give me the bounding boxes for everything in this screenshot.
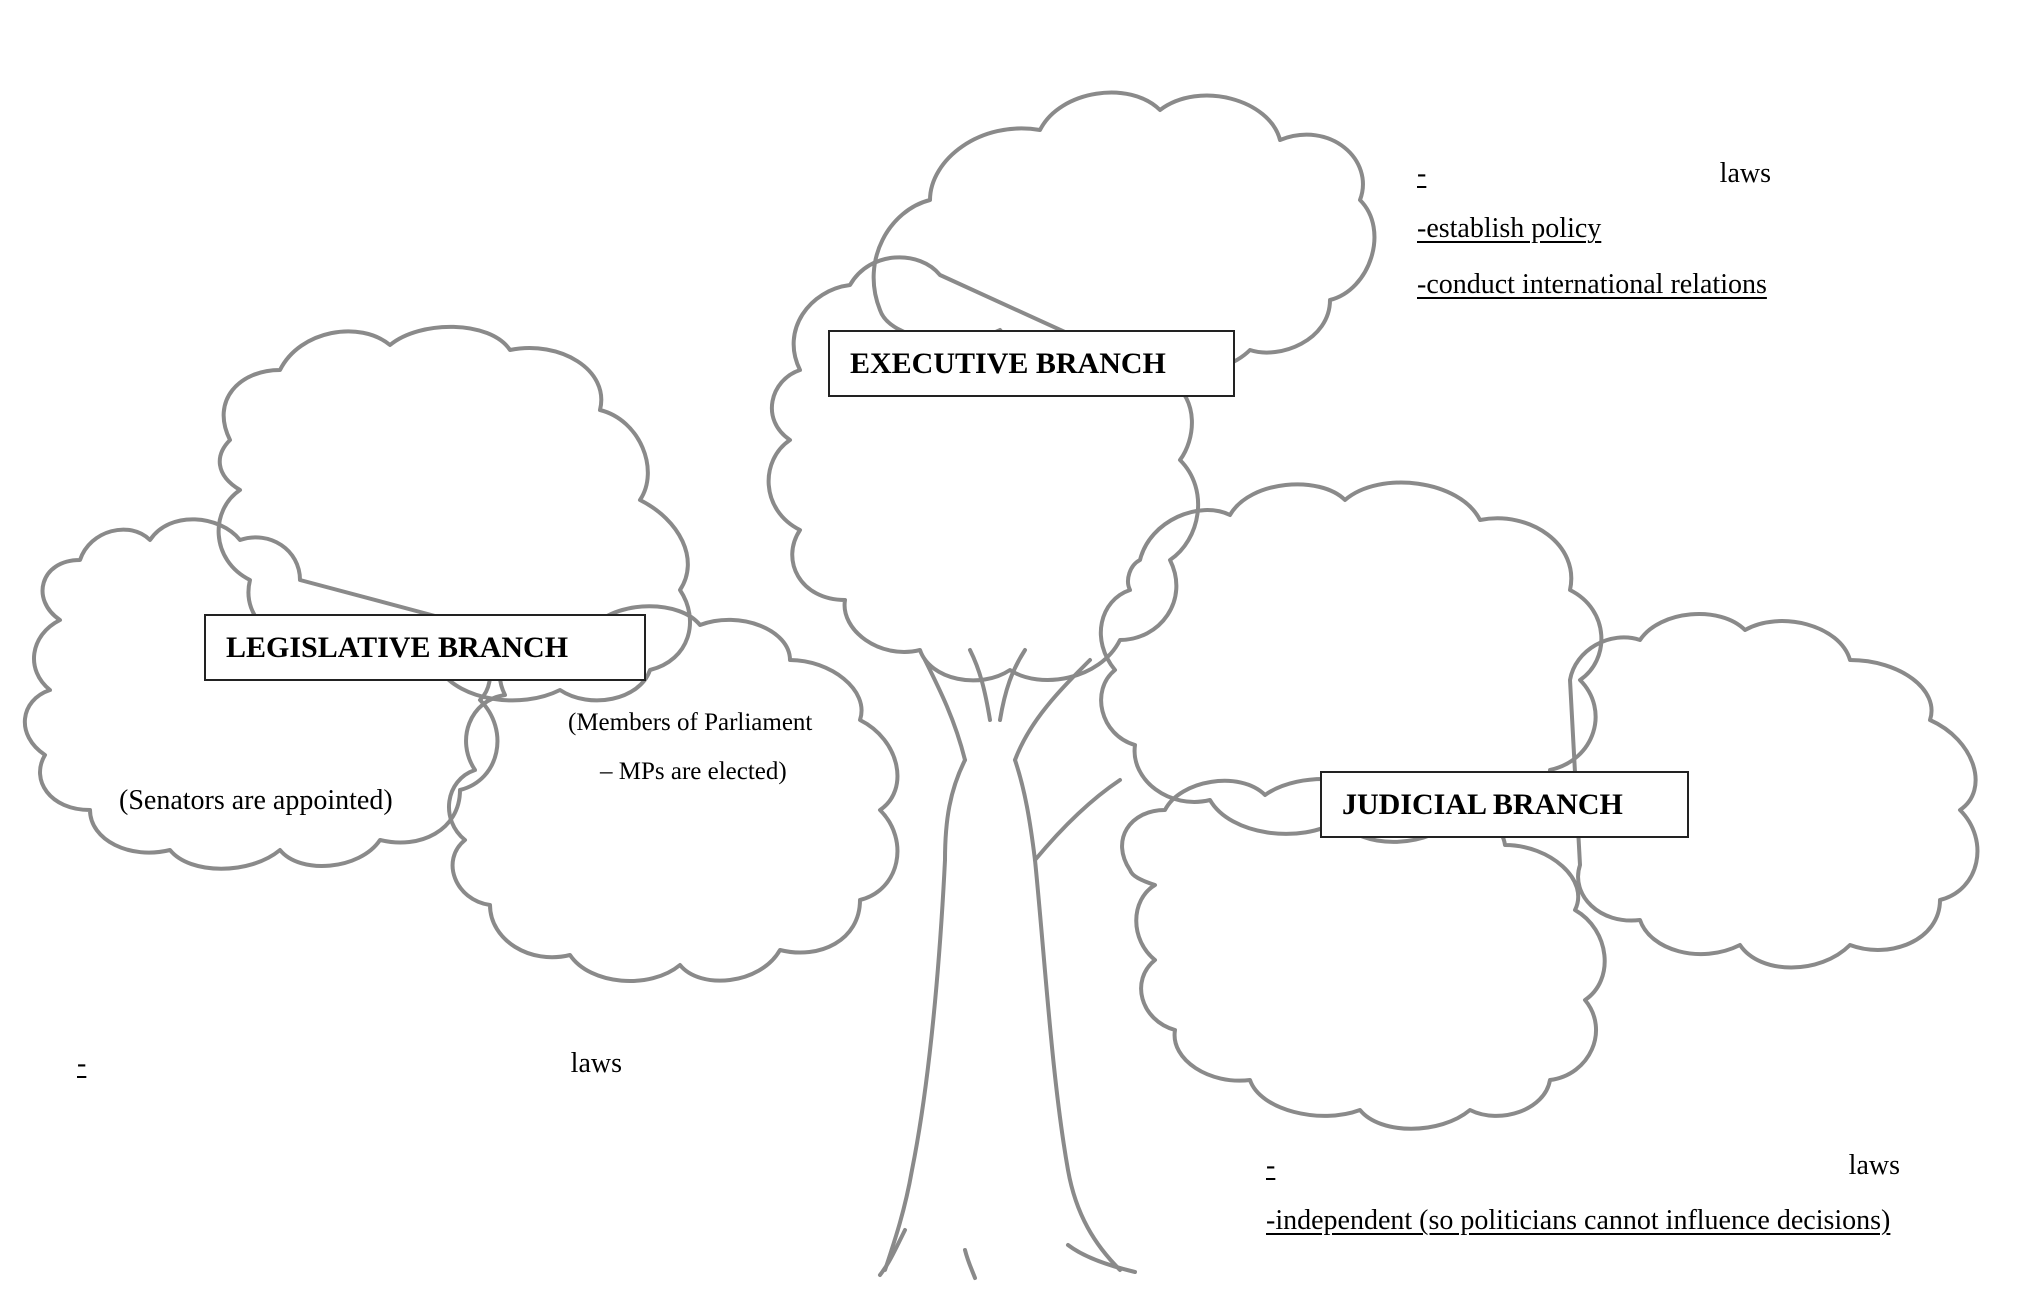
tree-trunk-right xyxy=(1033,858,1122,1272)
tree-trunk xyxy=(883,858,947,1272)
judicial-duty-independent: -independent (so politicians cannot infl… xyxy=(1266,1205,1891,1236)
judicial-canopy-lower xyxy=(1120,777,1607,1131)
mp-note-line1: (Members of Parliament xyxy=(568,709,813,736)
executive-duty-blank-laws: - laws xyxy=(1417,158,1771,189)
judicial-duty-blank-laws: - laws xyxy=(1266,1150,1900,1181)
executive-branch-title: EXECUTIVE BRANCH xyxy=(850,346,1166,380)
judicial-branch-title: JUDICIAL BRANCH xyxy=(1342,787,1623,821)
legislative-branch-title: LEGISLATIVE BRANCH xyxy=(226,630,569,664)
executive-canopy-lower xyxy=(766,255,1201,683)
legislative-branch-box: LEGISLATIVE BRANCH xyxy=(204,614,646,681)
mp-note-line2: – MPs are elected) xyxy=(600,758,787,785)
senate-note: (Senators are appointed) xyxy=(115,785,397,817)
executive-duty-establish-policy: -establish policy xyxy=(1417,213,1602,244)
legislative-canopy-left xyxy=(22,517,500,871)
legislative-canopy-center xyxy=(447,604,900,983)
judicial-canopy-right xyxy=(1568,612,1980,970)
executive-branch-box: EXECUTIVE BRANCH xyxy=(828,330,1235,397)
judicial-branch-box: JUDICIAL BRANCH xyxy=(1320,771,1689,838)
executive-duty-international-relations: -conduct international relations xyxy=(1417,269,1767,300)
legislative-duty-blank-laws: - laws xyxy=(77,1048,622,1079)
